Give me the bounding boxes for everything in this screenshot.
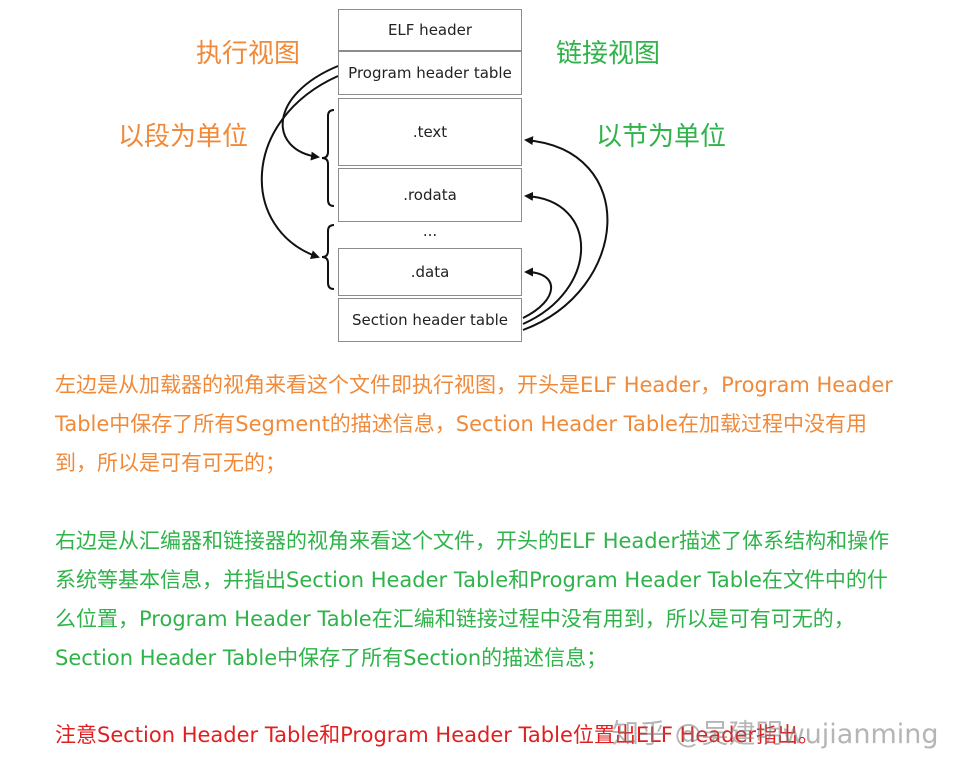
section-unit-label: 以节为单位 (596, 122, 727, 152)
segment-unit-label: 以段为单位 (118, 122, 249, 152)
box-section-header-table: Section header table (338, 298, 522, 342)
program-header-arrow-2 (260, 75, 339, 259)
section-header-arrow-text (522, 136, 609, 331)
box-rodata-section: .rodata (338, 168, 522, 222)
linking-view-title: 链接视图 (556, 39, 661, 69)
elf-view-diagram (260, 65, 609, 331)
right-view-paragraph: 右边是从汇编器和链接器的视角来看这个文件，开头的ELF Header描述了体系结… (55, 529, 890, 670)
box-elf-header: ELF header (338, 9, 522, 51)
left-view-paragraph: 左边是从加载器的视角来看这个文件即执行视图，开头是ELF Header，Prog… (55, 373, 893, 475)
note-paragraph: 注意Section Header Table和Program Header Ta… (55, 723, 820, 747)
execution-view-title: 执行视图 (196, 39, 301, 69)
box-text-section: .text (338, 98, 522, 166)
section-header-arrow-data (522, 267, 553, 319)
box-program-header-table: Program header table (338, 51, 522, 95)
section-header-arrow-rodata (522, 191, 583, 325)
box-ellipsis: ... (422, 222, 438, 240)
segment-brace-top (321, 109, 335, 207)
segment-brace-bottom (321, 224, 335, 290)
box-data-section: .data (338, 248, 522, 296)
zhihu-watermark: 知乎 @吴建明wujianming (612, 719, 939, 750)
